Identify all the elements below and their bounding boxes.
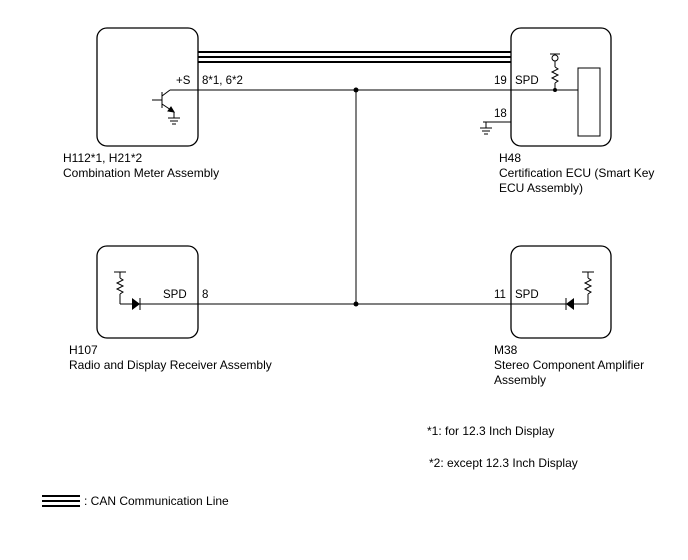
ecu-spd-terminal: SPD bbox=[515, 75, 539, 87]
radio-diode-circuit bbox=[114, 271, 141, 310]
amplifier-name-line2: Assembly bbox=[494, 373, 547, 387]
ecu-name-line1: Certification ECU (Smart Key bbox=[499, 166, 655, 180]
ecu-name-line2: ECU Assembly) bbox=[499, 181, 584, 195]
ecu-internal-circuit bbox=[480, 53, 601, 137]
ecu-node-dot bbox=[553, 88, 557, 92]
certification-ecu-box bbox=[510, 27, 612, 147]
radio-terminal-name: SPD bbox=[163, 289, 187, 301]
can-communication-line bbox=[198, 51, 511, 63]
meter-terminal-name: +S bbox=[176, 75, 191, 87]
amplifier-pin-number: 11 bbox=[494, 289, 506, 301]
junction-dot-bottom bbox=[353, 301, 359, 307]
stereo-amplifier-box bbox=[510, 245, 612, 339]
radio-pin-number: 8 bbox=[202, 289, 209, 301]
junction-dot-top bbox=[353, 87, 359, 93]
radio-receiver-box bbox=[96, 245, 199, 339]
note-2: *2: except 12.3 Inch Display bbox=[429, 456, 578, 470]
ecu-connector-code: H48 bbox=[499, 151, 522, 165]
ecu-gnd-pin: 18 bbox=[494, 108, 507, 120]
ecu-spd-pin: 19 bbox=[494, 75, 507, 87]
radio-diode-icon bbox=[132, 298, 140, 310]
amplifier-connector-code: M38 bbox=[494, 343, 518, 357]
radio-name: Radio and Display Receiver Assembly bbox=[69, 358, 272, 372]
combination-meter-box bbox=[96, 27, 199, 147]
amplifier-name-line1: Stereo Component Amplifier bbox=[494, 358, 645, 372]
can-line-legend-icon bbox=[42, 495, 80, 507]
radio-connector-code: H107 bbox=[69, 343, 98, 357]
amplifier-diode-icon bbox=[566, 298, 574, 310]
note-1: *1: for 12.3 Inch Display bbox=[427, 424, 555, 438]
meter-pin-number: 8*1, 6*2 bbox=[202, 75, 243, 87]
meter-name: Combination Meter Assembly bbox=[63, 166, 220, 180]
amplifier-terminal-name: SPD bbox=[515, 289, 539, 301]
can-line-legend-label: : CAN Communication Line bbox=[84, 494, 229, 508]
transistor-symbol bbox=[152, 89, 180, 125]
meter-connector-code: H112*1, H21*2 bbox=[63, 151, 143, 165]
